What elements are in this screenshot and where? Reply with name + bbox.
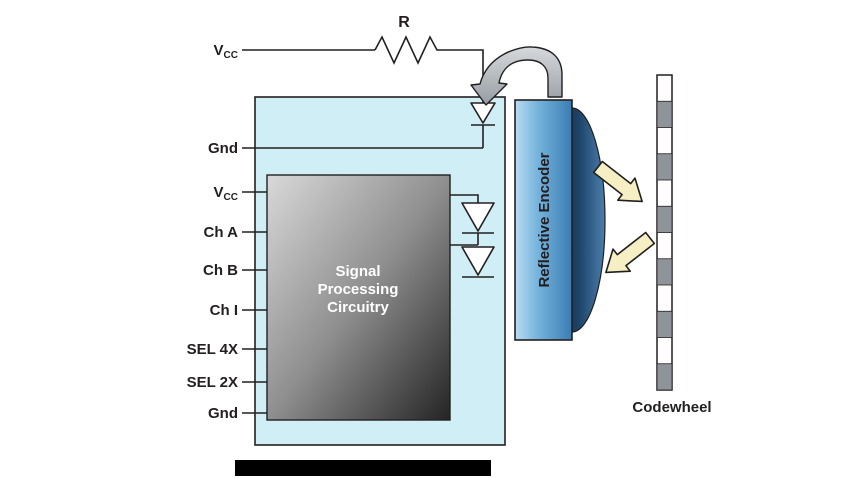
pin-label-chb: Ch B bbox=[203, 262, 238, 279]
codewheel-segment bbox=[656, 205, 673, 233]
resistor-label: R bbox=[398, 14, 410, 31]
led-triangle-icon bbox=[470, 102, 496, 124]
pin-label-vcc: VCC bbox=[214, 184, 238, 203]
pin-label-sel4x: SEL 4X bbox=[187, 341, 238, 358]
emitted-light-arrow-icon bbox=[592, 160, 643, 203]
pin-label-gnd-top: Gnd bbox=[208, 140, 238, 157]
codewheel-segment bbox=[656, 310, 673, 338]
curved-coupling-arrow-icon bbox=[470, 46, 563, 106]
reflective-encoder-body bbox=[514, 99, 573, 341]
codewheel-segment bbox=[656, 100, 673, 128]
resistor-symbol bbox=[374, 35, 440, 65]
signal-processing-label-line1: Signal bbox=[335, 263, 380, 280]
pin-label-chi: Ch I bbox=[210, 302, 238, 319]
pin-label-sel2x: SEL 2X bbox=[187, 374, 238, 391]
resistor-to-led-wire bbox=[440, 49, 484, 103]
signal-processing-label-line2: Processing bbox=[318, 281, 399, 298]
pin-label-vcc-top: VCC bbox=[214, 42, 238, 61]
photodiode-2-triangle-icon bbox=[461, 246, 495, 276]
codewheel-segment bbox=[656, 258, 673, 286]
redacted-caption-bar bbox=[235, 460, 491, 476]
pin-label-gnd2: Gnd bbox=[208, 405, 238, 422]
codewheel-label: Codewheel bbox=[632, 399, 711, 416]
pin-label-cha: Ch A bbox=[204, 224, 239, 241]
codewheel-segment bbox=[656, 153, 673, 181]
reflective-encoder-label: Reflective Encoder bbox=[536, 152, 553, 287]
codewheel-segment bbox=[656, 363, 673, 391]
signal-processing-box bbox=[266, 174, 451, 421]
photodiode-1-triangle-icon bbox=[461, 202, 495, 232]
signal-processing-label-line3: Circuitry bbox=[327, 299, 389, 316]
photodiode-1-wire bbox=[450, 194, 479, 203]
reflected-light-arrow-icon bbox=[605, 231, 656, 274]
